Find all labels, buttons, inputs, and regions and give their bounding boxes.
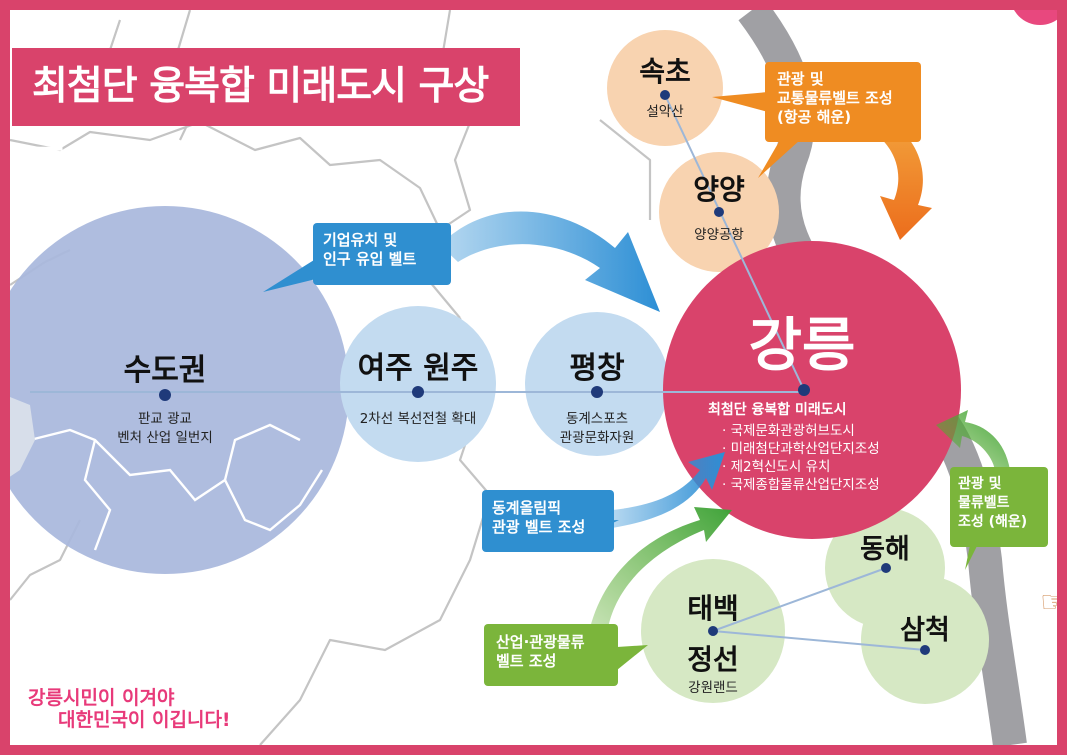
yeoju-circle <box>340 306 496 462</box>
olympic-belt-callout: 동계올림픽 관광 벨트 조성 <box>482 490 614 552</box>
gangneung-item: · 제2혁신도시 유치 <box>722 459 831 475</box>
gangneung-circle <box>663 241 961 539</box>
page-title: 최첨단 융복합 미래도시 구상도 <box>12 48 520 187</box>
gangneung-item: · 미래첨단과학산업단지조성 <box>722 441 880 457</box>
tourism-air-callout: 관광 및 교통물류벨트 조성 (항공 해운) <box>765 62 921 142</box>
yangyang-name: 양양 <box>693 173 745 206</box>
industry-belt-callout: 산업·관광물류 벨트 조성 <box>484 624 618 686</box>
donghae-name: 동해 <box>860 534 910 565</box>
sudogwon-name: 수도권 <box>123 353 207 388</box>
jeongseon-desc: 강원랜드 <box>688 680 738 696</box>
slogan-line1: 강릉시민이 이겨야 <box>28 687 175 709</box>
gangneung-item: · 국제문화관광허브도시 <box>722 423 855 439</box>
yeoju-wonju-name: 여주 원주 <box>357 351 479 386</box>
jeongseon-name: 정선 <box>687 643 739 676</box>
samcheok-name: 삼척 <box>900 615 950 646</box>
tourism-belt-arrow <box>876 120 932 240</box>
gangneung-item: · 국제종합물류산업단지조성 <box>722 477 880 493</box>
sokcho-desc: 설악산 <box>646 104 684 120</box>
gangneung-tagline: 최첨단 융복합 미래도시 <box>708 402 847 418</box>
slogan: 강릉시민이 이겨야 대한민국이 이깁니다! <box>28 687 231 731</box>
pyeongchang-circle <box>525 312 669 456</box>
marine-belt-arrow <box>936 410 1010 470</box>
olympic-belt-arrow <box>612 452 725 528</box>
sokcho-circle <box>607 30 723 146</box>
business-belt-arrow <box>440 211 660 312</box>
yeoju-wonju-desc: 2차선 복선전철 확대 <box>359 411 477 427</box>
pyeongchang-name: 평창 <box>569 351 625 386</box>
taebaek-name: 태백 <box>687 592 739 625</box>
gangneung-desc: 최첨단 융복합 미래도시 · 국제문화관광허브도시 · 미래첨단과학산업단지조성… <box>708 401 880 494</box>
samcheok-circle <box>861 576 989 704</box>
sokcho-name: 속초 <box>639 55 691 88</box>
industry-belt-arrow <box>590 507 732 628</box>
pyeongchang-desc: 동계스포츠 관광문화자원 <box>559 411 635 446</box>
slogan-line2: 대한민국이 이깁니다! <box>58 709 231 731</box>
yangyang-desc: 양양공항 <box>694 227 744 243</box>
city-dots <box>159 90 930 655</box>
marine-belt-callout: 관광 및 물류벨트 조성 (해운) <box>950 467 1048 547</box>
business-belt-callout: 기업유치 및 인구 유입 벨트 <box>313 223 451 285</box>
gangneung-name: 강릉 <box>748 311 856 379</box>
sudogwon-desc: 판교 광교 벤처 산업 일번지 <box>117 411 213 446</box>
